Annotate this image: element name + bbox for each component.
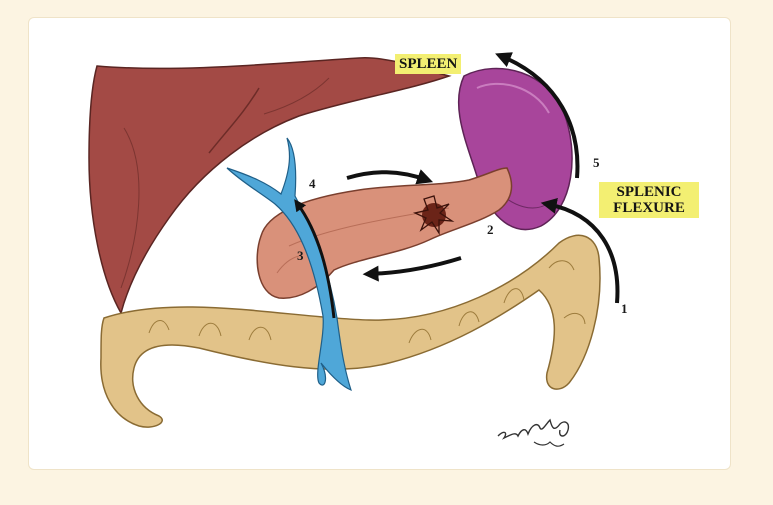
arrow-2 xyxy=(362,256,462,282)
step-number-3: 3 xyxy=(297,248,304,263)
splenic-flexure-label: SPLENIC FLEXURE xyxy=(599,182,699,218)
tumor-mark xyxy=(412,195,455,236)
arrow-5 xyxy=(495,52,580,179)
step-number-2: 2 xyxy=(487,222,494,237)
spleen-label: SPLEEN xyxy=(395,54,462,74)
step-number-1: 1 xyxy=(621,301,628,316)
step-number-5: 5 xyxy=(593,155,600,170)
arrow-4 xyxy=(346,169,434,185)
anatomy-illustration xyxy=(88,52,620,428)
step-number-4: 4 xyxy=(309,176,316,191)
arrow-1 xyxy=(540,197,620,304)
arrow-3 xyxy=(294,199,336,319)
colon-shape xyxy=(100,234,601,428)
artist-signature xyxy=(497,418,570,447)
figure-card: SPLEEN SPLENIC FLEXURE 1 2 3 4 5 xyxy=(28,17,731,470)
liver-shape xyxy=(88,57,452,315)
vein-shape xyxy=(226,137,352,392)
